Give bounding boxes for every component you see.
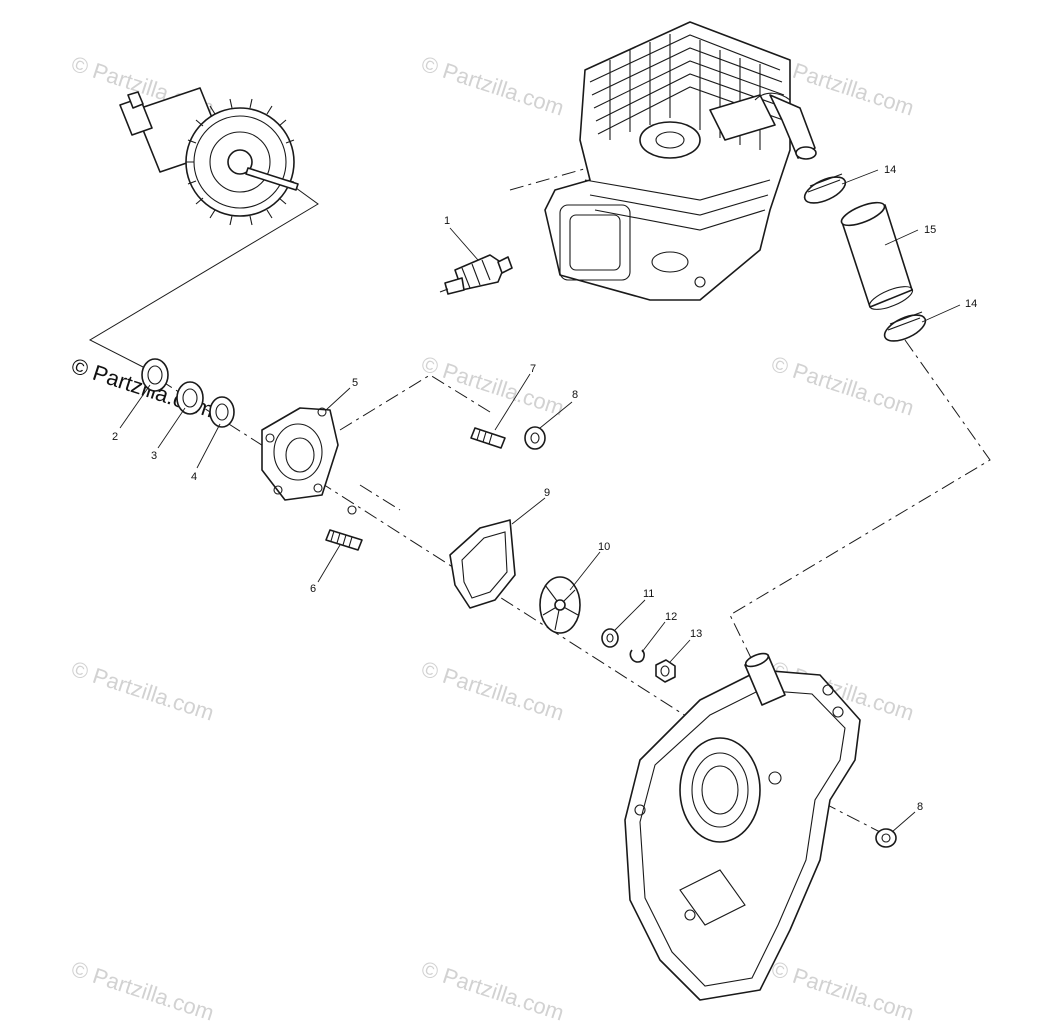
callout-7: 7: [530, 363, 536, 375]
housing-to-stud-line: [339, 374, 491, 431]
coolant-hose-icon: [840, 201, 914, 310]
callout-6: 6: [310, 583, 316, 595]
watermark: © Partzilla.com: [68, 956, 217, 1023]
hose-clamp-icon: [803, 173, 847, 204]
watermark: © Partzilla.com: [418, 956, 567, 1023]
housing-gasket-line: [359, 484, 401, 511]
callouts: 1 2 3 4 5 6 7 8 9 10 11 12 13 14 15 14 8: [112, 164, 977, 813]
callout-8-lower: 8: [917, 801, 923, 813]
callout-10: 10: [598, 541, 610, 553]
watermark: © Partzilla.com: [418, 51, 567, 121]
gasket-icon: [449, 519, 516, 609]
oil-seal-icon: [209, 396, 235, 428]
nut-icon: [655, 659, 676, 683]
callout-9: 9: [544, 487, 550, 499]
callout-11: 11: [643, 588, 654, 600]
hose-to-cover-line: [729, 339, 991, 661]
leader-lines: [119, 169, 961, 833]
watermark: © Partzilla.com: [418, 351, 567, 421]
impeller-icon: [539, 576, 581, 634]
lock-washer-icon: [629, 649, 645, 663]
callout-8-upper: 8: [572, 389, 578, 401]
callout-15: 15: [924, 224, 936, 236]
callout-5: 5: [352, 377, 358, 389]
callout-3: 3: [151, 450, 157, 462]
cylinder-head-icon: [544, 21, 817, 301]
stud-icon: [325, 529, 363, 551]
watermark: © Partzilla.com: [768, 351, 917, 421]
watermark: © Partzilla.com: [68, 656, 217, 726]
callout-14-lower: 14: [965, 298, 977, 310]
callout-13: 13: [690, 628, 702, 640]
flange-nut-icon: [524, 426, 546, 450]
hose-clamp-icon: [883, 311, 927, 342]
shaft-axis-line: [159, 379, 701, 726]
crankcase-cover-icon: [624, 652, 861, 1001]
callout-14-upper: 14: [884, 164, 896, 176]
temperature-sender-icon: [439, 254, 513, 295]
stud-icon: [470, 427, 506, 449]
watermark: © Partzilla.com: [768, 956, 917, 1023]
watermark: © Partzilla.com: [418, 656, 567, 726]
washer-icon: [601, 628, 619, 648]
callout-4: 4: [191, 471, 197, 483]
callout-2: 2: [112, 431, 118, 443]
bearing-icon: [141, 358, 169, 392]
callout-1: 1: [444, 215, 450, 227]
pump-housing-icon: [261, 407, 357, 515]
shaft-to-bearing-line: [88, 179, 319, 369]
bearing-icon: [176, 381, 204, 415]
flange-nut-icon: [875, 828, 897, 848]
water-pump-shaft-gear-icon: [119, 87, 299, 226]
callout-12: 12: [665, 611, 677, 623]
